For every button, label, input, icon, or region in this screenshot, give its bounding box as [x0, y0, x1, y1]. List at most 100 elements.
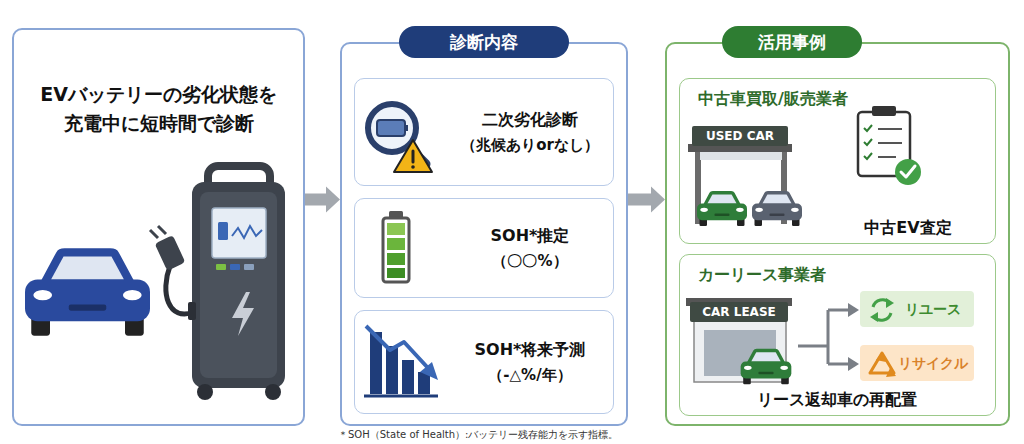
diagnosis-item-box: SOH*将来予測 （-△%/年） [354, 310, 614, 414]
recycle-icon [870, 352, 896, 377]
checklist-clipboard [878, 142, 902, 144]
charger-unit [230, 264, 240, 270]
declining-chart-icon [364, 395, 438, 398]
declining-chart-icon [366, 326, 428, 368]
flow-arrow [305, 186, 340, 212]
battery-level-icon [383, 218, 409, 282]
magnifier-warning-icon [394, 140, 432, 172]
charger-unit [218, 222, 228, 240]
node-title: カーリース事業者 [698, 264, 826, 286]
used-car-shop [692, 126, 788, 146]
node-title: リサイクル [894, 345, 972, 381]
charger-unit [244, 264, 254, 270]
checklist-clipboard [864, 125, 872, 131]
branch-bracket [798, 303, 859, 371]
node-title: SOH*推定 [455, 225, 605, 247]
reuse-icon [874, 313, 891, 320]
reuse-icon [870, 298, 894, 322]
charger-unit [197, 384, 213, 400]
charger-unit [188, 302, 196, 320]
node-text: （〇〇%） [455, 251, 605, 271]
battery-level-icon [387, 268, 405, 278]
magnifier-warning-icon [377, 120, 405, 136]
car-lease-shop [686, 298, 792, 306]
magnifier-warning-icon [411, 165, 415, 169]
node-title: EVバッテリーの劣化状態を 充電中に短時間で診断 [18, 80, 299, 137]
node-text: リース返却車の再配置 [680, 389, 994, 411]
reuse-chip: リユース [860, 291, 974, 327]
charging-cable [155, 235, 186, 271]
used-car-shop [688, 144, 792, 152]
magnifier-warning-icon [368, 104, 416, 152]
declining-chart-icon [402, 360, 414, 394]
reuse-icon [870, 312, 878, 322]
node-title: 二次劣化診断 [455, 109, 605, 131]
declining-chart-icon [370, 332, 382, 394]
node-text: （-△%/年） [455, 365, 605, 385]
charger-unit [192, 182, 285, 388]
reuse-icon [873, 300, 890, 307]
node-text: 中古EV査定 [828, 217, 988, 239]
ev-car [25, 248, 150, 336]
magnifier-warning-icon [368, 104, 432, 172]
charger-unit [216, 264, 226, 270]
charger-unit [200, 192, 277, 378]
node-title: 診断内容 [399, 26, 569, 58]
recycle-chip: リサイクル [860, 345, 974, 381]
battery-level-icon [387, 238, 405, 250]
charger-unit [208, 166, 270, 200]
charger-unit [232, 292, 254, 336]
charger-unit [232, 226, 262, 238]
charger-unit [265, 384, 281, 400]
use-case-panel: 活用事例中古車買取/販売業者中古EV査定カーリース事業者リース返却車の再配置リユ… [665, 42, 1010, 426]
checklist-clipboard [878, 128, 902, 130]
ev-car [25, 248, 150, 335]
checklist-clipboard [858, 106, 921, 185]
recycle-icon [886, 368, 896, 377]
node-text: （兆候ありorなし） [455, 135, 605, 155]
intro-panel: EVバッテリーの劣化状態を 充電中に短時間で診断 [12, 28, 305, 426]
checklist-clipboard [864, 139, 872, 145]
branch-bracket [798, 310, 850, 364]
diagnosis-panel: 診断内容二次劣化診断（兆候ありorなし）SOH*推定（〇〇%）SOH*将来予測（… [340, 42, 628, 426]
checklist-clipboard [858, 112, 910, 176]
car-lease-shop [686, 298, 792, 384]
used-car-shop [700, 152, 782, 160]
checklist-clipboard [878, 156, 896, 158]
node-title: 中古車買取/販売業者 [698, 88, 848, 110]
battery-level-icon [387, 253, 405, 265]
battery-level-icon [389, 211, 403, 218]
checklist-clipboard [901, 166, 915, 177]
declining-chart-icon [420, 362, 438, 380]
declining-chart-icon [418, 372, 430, 394]
car-lease-shop [690, 302, 788, 322]
charging-cable [150, 230, 158, 238]
checklist-clipboard [864, 153, 872, 159]
car-lease-shop [704, 330, 776, 376]
battery-level-icon [387, 223, 405, 235]
checklist-clipboard [895, 159, 921, 185]
flow-arrow [628, 186, 665, 212]
recycle-icon [876, 352, 886, 362]
branch-bracket [848, 303, 859, 317]
reuse-icon [886, 298, 894, 308]
used-car-shop [695, 146, 701, 224]
node-title: SOH*将来予測 [455, 339, 605, 361]
car-lease-shop [694, 318, 786, 382]
node-title: 活用事例 [722, 26, 862, 58]
branch-bracket [848, 357, 859, 371]
battery-level-icon [383, 211, 409, 282]
charger-unit [212, 208, 266, 258]
used-car-shop [688, 126, 802, 226]
charging-cable [166, 266, 194, 314]
checklist-clipboard [872, 106, 896, 116]
charging-cable [150, 226, 194, 314]
car-lease-shop [741, 349, 792, 384]
node-title: リユース [894, 291, 972, 327]
declining-chart-icon [386, 346, 398, 394]
charger-unit [188, 166, 285, 400]
use-case-box: 中古車買取/販売業者中古EV査定 [679, 78, 996, 244]
use-case-box: カーリース事業者リース返却車の再配置 リユースリサイクル [679, 254, 996, 416]
diagnosis-item-box: SOH*推定 （〇〇%） [354, 198, 614, 298]
